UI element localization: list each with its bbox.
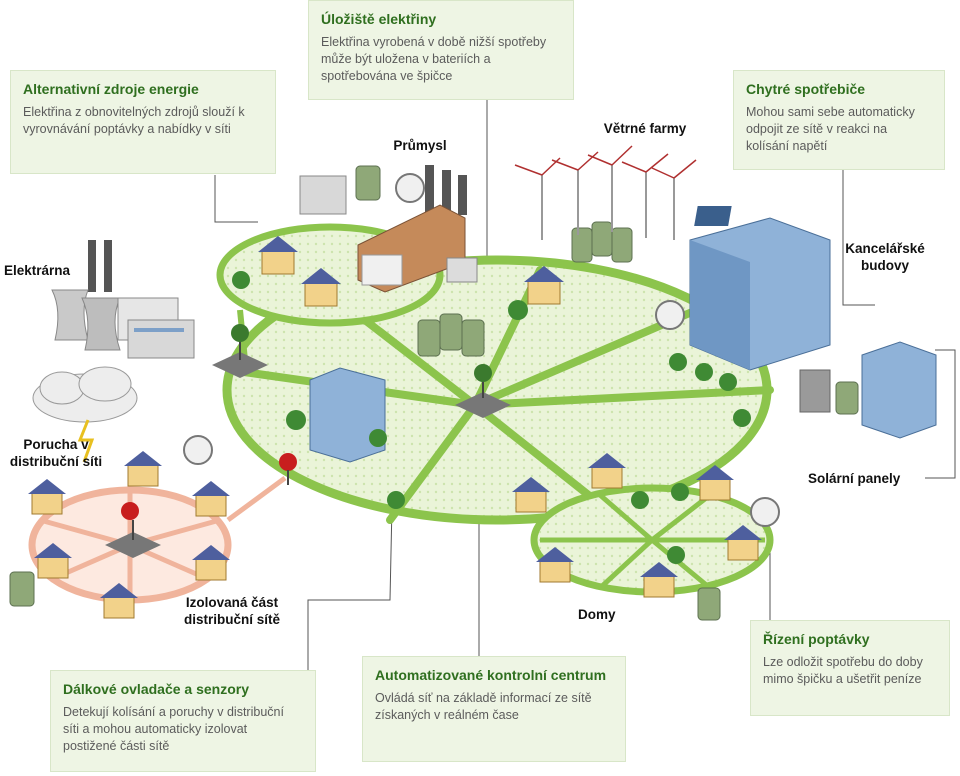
- house: [258, 236, 298, 275]
- label-solar-panels: Solární panely: [808, 471, 901, 486]
- label-power-plant: Elektrárna: [4, 263, 71, 278]
- callout-body: Elektřina z obnovitelných zdrojů slouží …: [23, 105, 245, 136]
- callout-smart: Chytré spotřebiče Mohou sami sebe automa…: [733, 70, 945, 170]
- callout-control: Automatizované kontrolní centrum Ovládá …: [362, 656, 626, 762]
- callout-title: Alternativní zdroje energie: [23, 81, 199, 97]
- house: [124, 451, 162, 487]
- callout-storage: Úložiště elektřiny Elektřina vyrobená v …: [308, 0, 574, 100]
- label-office-buildings: Kancelářské budovy: [845, 241, 925, 273]
- callout-remote: Dálkové ovladače a senzory Detekují kolí…: [50, 670, 316, 772]
- office-buildings: [309, 206, 937, 463]
- callout-title: Dálkové ovladače a senzory: [63, 681, 249, 697]
- house: [192, 545, 230, 581]
- callout-alternative: Alternativní zdroje energie Elektřina z …: [10, 70, 276, 174]
- fault-node: [105, 453, 297, 558]
- house: [524, 266, 564, 305]
- substation-left: [212, 324, 268, 378]
- house: [100, 583, 138, 619]
- storage-batteries: [9, 165, 859, 621]
- house: [724, 525, 762, 561]
- power-plant: [51, 240, 195, 359]
- trees: [232, 271, 751, 564]
- callout-body: Ovládá síť na základě informací ze sítě …: [375, 691, 592, 722]
- callout-body: Lze odložit spotřebu do doby mimo špičku…: [763, 655, 923, 686]
- houses: [28, 236, 762, 619]
- label-wind-farms: Větrné farmy: [603, 121, 687, 136]
- smart-meters: [183, 173, 780, 527]
- house: [640, 562, 678, 598]
- label-fault: Porucha v distribuční síti: [9, 437, 103, 469]
- callout-line-alternative: [214, 175, 258, 223]
- callout-title: Úložiště elektřiny: [321, 11, 437, 27]
- house: [536, 547, 574, 583]
- house: [696, 465, 734, 501]
- isolated-grid: [28, 475, 287, 604]
- house: [28, 479, 66, 515]
- house: [301, 268, 341, 307]
- control-center-node: [455, 364, 511, 418]
- callout-line-smart: [842, 170, 875, 306]
- house: [588, 453, 626, 489]
- label-isolated: Izolovaná část distribuční sítě: [183, 595, 281, 627]
- house: [34, 543, 72, 579]
- callout-body: Mohou sami sebe automaticky odpojit ze s…: [746, 105, 915, 153]
- callout-body: Detekují kolísání a poruchy v distribučn…: [63, 705, 284, 753]
- callout-demand: Řízení poptávky Lze odložit spotřebu do …: [750, 620, 950, 716]
- callout-title: Chytré spotřebiče: [746, 81, 866, 97]
- house: [192, 481, 230, 517]
- homes-grid: [530, 484, 774, 596]
- fault-cloud: [32, 366, 138, 463]
- callout-title: Automatizované kontrolní centrum: [375, 667, 607, 683]
- callout-line-remote: [307, 504, 393, 683]
- label-homes: Domy: [578, 607, 616, 622]
- wind-farm: [514, 145, 697, 240]
- label-industry: Průmysl: [393, 138, 447, 153]
- callout-line-solar: [925, 349, 956, 479]
- callout-title: Řízení poptávky: [763, 631, 870, 647]
- callout-body: Elektřina vyrobená v době nižší spotřeby…: [321, 35, 547, 83]
- house: [512, 477, 550, 513]
- factory: [299, 165, 478, 293]
